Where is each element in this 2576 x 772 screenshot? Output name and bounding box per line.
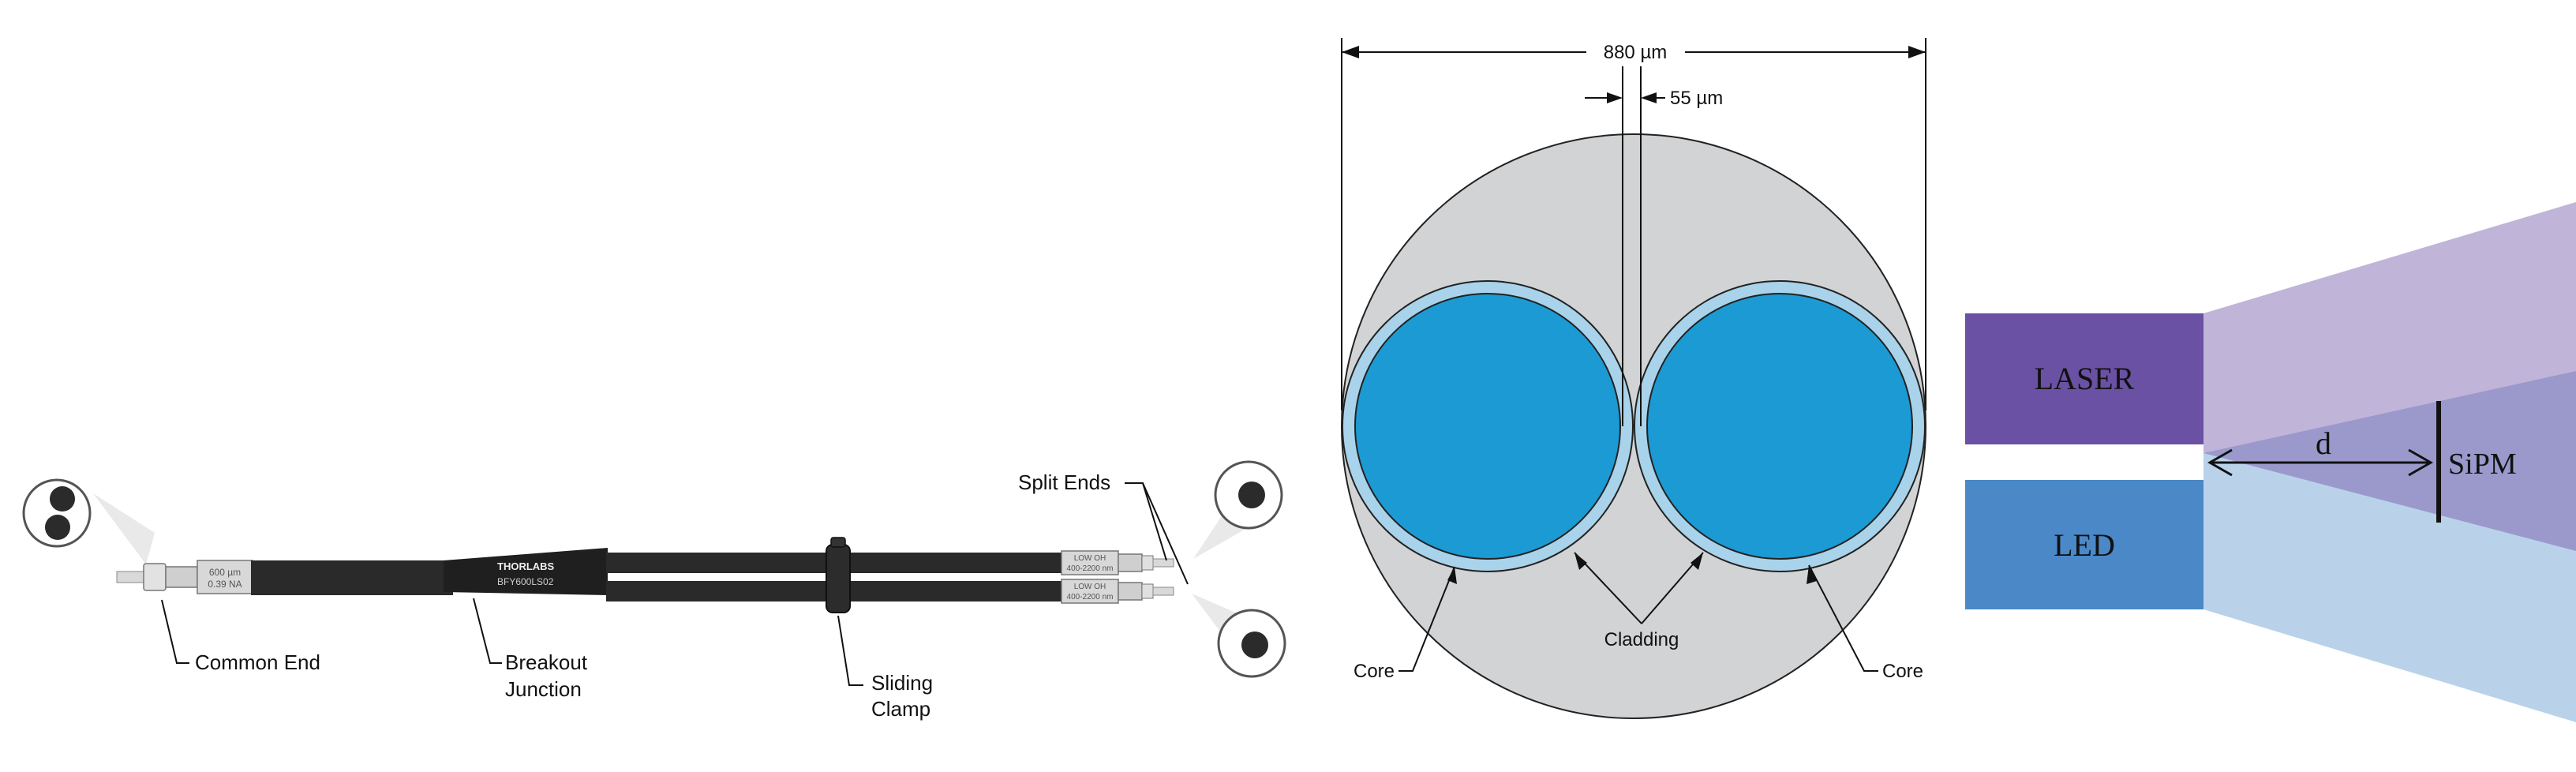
split-end-lower-text-line2: 400-2200 nm	[1067, 593, 1114, 601]
core-right	[1646, 293, 1913, 560]
led-label: LED	[2054, 527, 2115, 563]
cross-section-panel: 880 µm 55 µm Core Cladding Core	[1341, 38, 1926, 719]
clamp-label-line2: Clamp	[871, 697, 930, 721]
brand-text: THORLABS	[497, 560, 555, 572]
split-end-magnifier-lower	[1192, 594, 1286, 678]
gap-lines-overlay	[1622, 66, 1642, 426]
led-box	[1965, 480, 2203, 609]
split-end-upper-text-line2: 400-2200 nm	[1067, 564, 1114, 573]
sipm-label: SiPM	[2448, 448, 2517, 481]
core-left	[1354, 293, 1621, 560]
split-end-connector-lower: LOW OH 400-2200 nm	[1061, 579, 1174, 604]
outer-dimension-label: 880 µm	[1604, 42, 1668, 63]
cross-section-callouts	[1398, 552, 1878, 672]
common-end-magnifier	[22, 478, 155, 564]
core-label-right: Core	[1882, 661, 1923, 682]
split-end-upper-text-line1: LOW OH	[1074, 554, 1106, 563]
setup-panel: LASER LED d SiPM	[1965, 202, 2576, 722]
fiber-bundle-panel: 600 µm 0.39 NA THORLABS BFY600LS02 LOW O…	[22, 460, 1286, 721]
distance-label: d	[2316, 425, 2331, 461]
breakout-junction: THORLABS BFY600LS02	[444, 548, 608, 595]
callout-lines	[161, 482, 1189, 686]
breakout-label-line2: Junction	[505, 677, 582, 701]
beam-overlap	[2203, 371, 2576, 551]
distance-arrow	[2207, 448, 2434, 477]
split-ends-label: Split Ends	[1018, 470, 1110, 494]
common-end-connector: 600 µm 0.39 NA	[116, 560, 253, 594]
cladding-label: Cladding	[1604, 629, 1679, 650]
cross-section-arrowheads	[1447, 553, 1817, 584]
dimension-arrowheads	[1342, 46, 1926, 103]
split-end-lower-text-line1: LOW OH	[1074, 583, 1106, 591]
main-cable	[251, 560, 453, 595]
breakout-label-line1: Breakout	[505, 650, 588, 674]
ferrule-text-line2: 0.39 NA	[208, 579, 242, 590]
gap-dimension-label: 55 µm	[1670, 88, 1723, 109]
split-end-connector-upper: LOW OH 400-2200 nm	[1061, 550, 1174, 575]
common-end-label: Common End	[195, 650, 320, 674]
ferrule-text-line1: 600 µm	[209, 567, 241, 578]
laser-label: LASER	[2035, 361, 2135, 396]
clamp-label-line1: Sliding	[871, 671, 933, 695]
laser-box	[1965, 313, 2203, 444]
model-text: BFY600LS02	[497, 576, 554, 587]
core-label-left: Core	[1354, 661, 1395, 682]
sliding-clamp	[826, 537, 851, 613]
split-end-magnifier-upper	[1193, 460, 1283, 559]
